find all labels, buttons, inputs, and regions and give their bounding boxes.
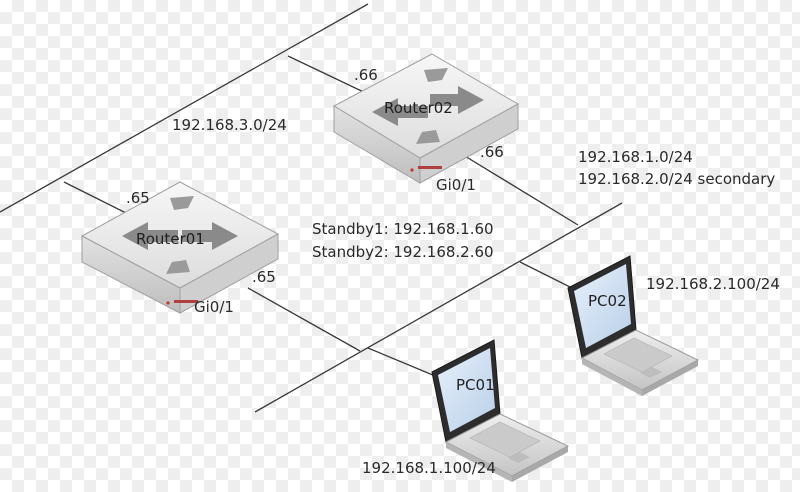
router02-interface: Gi0/1 bbox=[436, 176, 476, 194]
router02-upper-ip: .66 bbox=[354, 66, 378, 84]
pc01-name: PC01 bbox=[456, 376, 495, 394]
pc02-link bbox=[519, 261, 573, 289]
standby2-label: Standby2: 192.168.2.60 bbox=[312, 243, 494, 261]
lan-3-segment bbox=[0, 3, 369, 213]
pc02-name: PC02 bbox=[588, 292, 627, 310]
router02-name: Router02 bbox=[384, 99, 453, 117]
net-2-label: 192.168.2.0/24 secondary bbox=[578, 170, 776, 188]
pc01-link bbox=[367, 347, 441, 379]
pc01-ip: 192.168.1.100/24 bbox=[362, 459, 496, 477]
network-links bbox=[0, 3, 623, 413]
net-3-label: 192.168.3.0/24 bbox=[172, 116, 287, 134]
pc01-laptop bbox=[431, 339, 570, 482]
pc02-ip: 192.168.2.100/24 bbox=[646, 275, 780, 293]
router01-device bbox=[80, 181, 280, 314]
standby1-label: Standby1: 192.168.1.60 bbox=[312, 220, 494, 238]
router02-upper-link bbox=[287, 55, 373, 97]
router01-interface: Gi0/1 bbox=[194, 298, 234, 316]
router01-lower-ip: .65 bbox=[252, 268, 276, 286]
router02-gi01-link bbox=[454, 149, 579, 226]
router01-gi01-link bbox=[247, 287, 361, 352]
router01-upper-ip: .65 bbox=[126, 189, 150, 207]
router02-device bbox=[332, 53, 520, 184]
lan-1-segment bbox=[254, 202, 623, 413]
net-1-label: 192.168.1.0/24 bbox=[578, 148, 693, 166]
router02-lower-ip: .66 bbox=[480, 143, 504, 161]
pc02-laptop bbox=[567, 255, 700, 396]
router01-name: Router01 bbox=[136, 230, 205, 248]
